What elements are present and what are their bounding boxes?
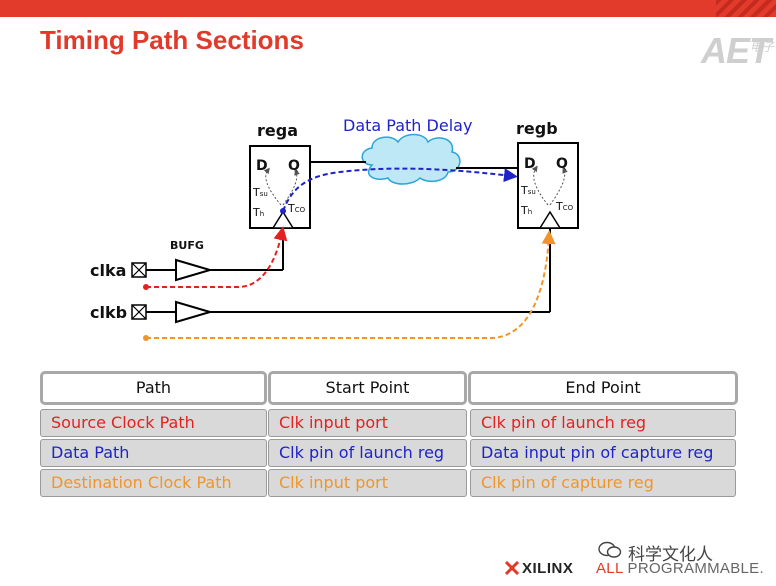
regb-q-label: Q xyxy=(556,156,568,172)
row2-path: Data Path xyxy=(40,439,267,467)
aet-watermark: AET xyxy=(701,30,771,71)
data-path-delay-label: Data Path Delay xyxy=(343,116,472,135)
top-bar-stripes xyxy=(716,0,776,17)
wechat-icon xyxy=(598,541,622,558)
timing-diagram: rega regb D Q D Q Tsu Th TCO Tsu Th TCO … xyxy=(90,116,579,341)
data-path-dot xyxy=(280,208,286,214)
wechat-account-name: 科学文化人 xyxy=(628,545,713,565)
header-start-point: Start Point xyxy=(268,371,467,405)
rega-tco-arc xyxy=(282,169,300,206)
row1-end: Clk pin of launch reg xyxy=(470,409,736,437)
destination-clock-path xyxy=(146,230,556,339)
bufg-b-buffer xyxy=(175,300,214,324)
destination-clock-dot xyxy=(143,335,149,341)
regb-tco-arc xyxy=(549,167,568,206)
rega-tco-label: TCO xyxy=(287,202,306,215)
bufg-a-buffer xyxy=(175,258,214,282)
rega-label: rega xyxy=(257,121,298,140)
regb-clk-triangle xyxy=(538,210,562,229)
source-clock-path xyxy=(146,226,288,288)
regb-tsu-arc xyxy=(531,165,549,206)
source-clock-dot xyxy=(143,284,149,290)
clkb-label: clkb xyxy=(90,303,127,322)
header-path: Path xyxy=(40,371,267,405)
all-programmable-tag: ALL PROGRAMMABLE. xyxy=(596,560,764,577)
row1-start: Clk input port xyxy=(268,409,467,437)
rega-tsu-label: Tsu xyxy=(252,186,268,199)
clka-label: clka xyxy=(90,261,126,280)
row3-end: Clk pin of capture reg xyxy=(470,469,736,497)
data-path-cloud xyxy=(361,133,461,185)
regb-th-label: Th xyxy=(520,204,532,217)
rega-box xyxy=(249,145,311,229)
regb-label: regb xyxy=(516,119,558,138)
page-title: Timing Path Sections xyxy=(40,25,304,55)
row2-end: Data input pin of capture reg xyxy=(470,439,736,467)
aet-watermark-sub: 电子 xyxy=(749,40,774,54)
rega-q-label: Q xyxy=(288,158,300,174)
regb-d-label: D xyxy=(524,156,536,172)
xilinx-brand: XILINX xyxy=(522,560,574,577)
top-bar xyxy=(0,0,776,17)
data-path xyxy=(282,167,518,212)
rega-th-label: Th xyxy=(252,206,264,219)
row3-path: Destination Clock Path xyxy=(40,469,267,497)
xilinx-logo-icon xyxy=(505,561,519,575)
regb-tco-label: TCO xyxy=(555,200,574,213)
row1-path: Source Clock Path xyxy=(40,409,267,437)
row3-start: Clk input port xyxy=(268,469,467,497)
bufg-label: BUFG xyxy=(170,239,204,252)
header-end-point: End Point xyxy=(468,371,738,405)
regb-tsu-label: Tsu xyxy=(520,184,536,197)
rega-d-label: D xyxy=(256,158,268,174)
rega-tsu-arc xyxy=(263,167,282,206)
row2-start: Clk pin of launch reg xyxy=(268,439,467,467)
